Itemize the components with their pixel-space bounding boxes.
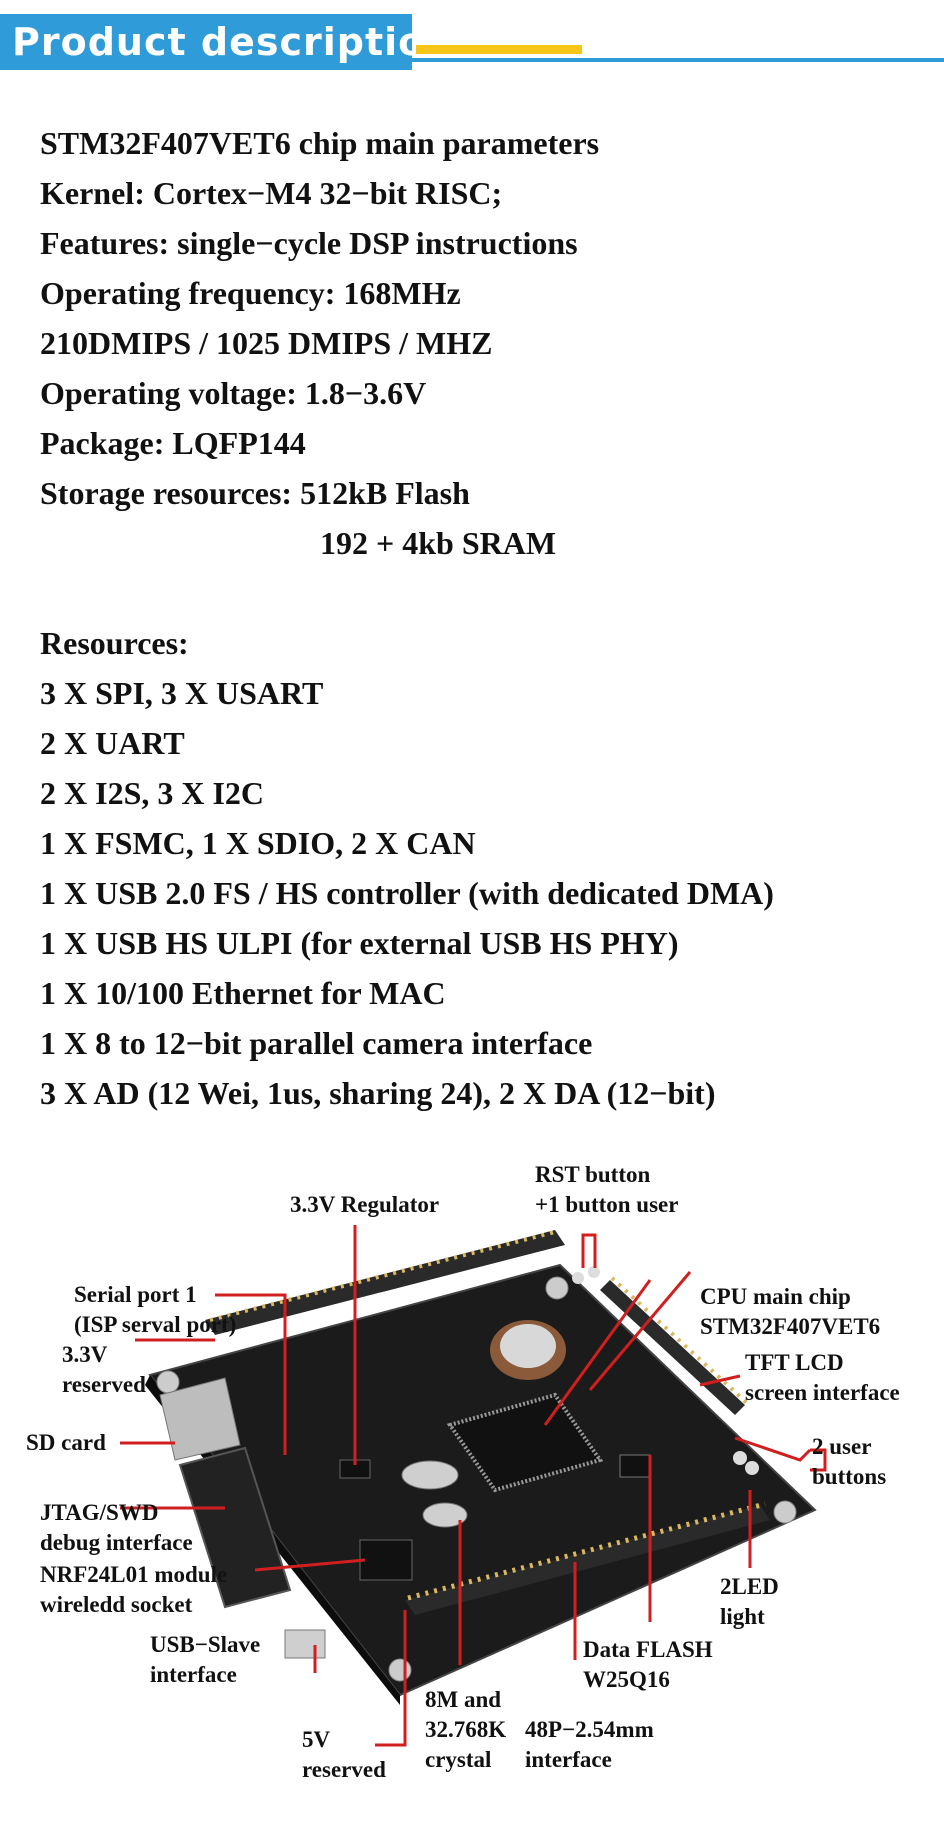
bottom-pin-header [405, 1501, 770, 1615]
nrf-socket [359, 1539, 413, 1581]
callout-regulator: 3.3V Regulator [290, 1190, 439, 1220]
callout-rst-button: RST button +1 button user [535, 1160, 678, 1220]
callout-text: crystal [425, 1747, 492, 1772]
top-pin-header [205, 1230, 565, 1335]
callout-text: (ISP serval port) [74, 1312, 237, 1337]
mounting-hole [156, 1370, 180, 1394]
callout-text: W25Q16 [583, 1667, 670, 1692]
callout-jtag: JTAG/SWD debug interface [40, 1498, 193, 1558]
callout-sd-card: SD card [26, 1428, 106, 1458]
callout-serial-port: Serial port 1 (ISP serval port) [74, 1280, 236, 1340]
callout-text: light [720, 1604, 765, 1629]
rst-button [572, 1272, 584, 1284]
callout-text: USB−Slave [150, 1632, 261, 1657]
callout-text: wireledd socket [40, 1592, 193, 1617]
callout-text: 3.3V [62, 1342, 108, 1367]
callout-text: debug interface [40, 1530, 193, 1555]
flash-chip [619, 1454, 651, 1478]
resource-item: 1 X USB 2.0 FS / HS controller (with ded… [40, 875, 774, 911]
callout-text: 48P−2.54mm [525, 1717, 654, 1742]
callout-crystal: 8M and 32.768K crystal [425, 1685, 506, 1775]
board-illustration: RST button +1 button user 3.3V Regulator… [0, 1160, 944, 1843]
header-accent-blue [412, 58, 944, 62]
callout-usb-slave: USB−Slave interface [150, 1630, 260, 1690]
callout-3v3-reserved: 3.3V reserved [62, 1340, 146, 1400]
board-drawing [120, 1225, 827, 1747]
spec-voltage: Operating voltage: 1.8−3.6V [40, 375, 427, 411]
resource-item: 2 X I2S, 3 X I2C [40, 775, 265, 811]
callout-cpu-chip: CPU main chip STM32F407VET6 [700, 1282, 880, 1342]
crystal [422, 1502, 468, 1528]
callout-text: 2 user [812, 1434, 872, 1459]
user-button [588, 1266, 600, 1278]
mounting-hole [388, 1658, 412, 1682]
right-pin-header [600, 1276, 750, 1415]
header-bar [0, 14, 412, 70]
resource-item: 2 X UART [40, 725, 185, 761]
callout-text: Serial port 1 [74, 1282, 197, 1307]
user-button [733, 1451, 747, 1465]
callout-text: interface [150, 1662, 237, 1687]
resources-heading: Resources: [40, 625, 189, 661]
callout-nrf: NRF24L01 module wireledd socket [40, 1560, 227, 1620]
spec-list: STM32F407VET6 chip main parameters Kerne… [40, 118, 774, 1118]
callout-text: buttons [812, 1464, 887, 1489]
spec-frequency: Operating frequency: 168MHz [40, 275, 461, 311]
coin-battery-face [500, 1324, 556, 1368]
spec-heading: STM32F407VET6 chip main parameters [40, 125, 600, 161]
header-accent-yellow [416, 45, 582, 54]
callout-text: 2LED [720, 1574, 779, 1599]
main-chip [446, 1392, 604, 1493]
jtag-connector [178, 1446, 292, 1609]
callout-text: NRF24L01 module [40, 1562, 228, 1587]
sd-card-slot [159, 1377, 241, 1461]
spec-dmips: 210DMIPS / 1025 DMIPS / MHZ [40, 325, 493, 361]
resource-item: 1 X 8 to 12−bit parallel camera interfac… [40, 1025, 593, 1061]
spacer [40, 568, 774, 618]
resource-item: 1 X 10/100 Ethernet for MAC [40, 975, 446, 1011]
callout-text: CPU main chip [700, 1284, 851, 1309]
resource-item: 3 X AD (12 Wei, 1us, sharing 24), 2 X DA… [40, 1075, 716, 1111]
callout-text: reserved [62, 1372, 146, 1397]
callout-text: STM32F407VET6 [700, 1314, 881, 1339]
spec-kernel: Kernel: Cortex−M4 32−bit RISC; [40, 175, 503, 211]
callout-text: Data FLASH [583, 1637, 713, 1662]
callout-text: screen interface [745, 1380, 900, 1405]
callout-text: +1 button user [535, 1192, 679, 1217]
callout-text: 32.768K [425, 1717, 507, 1742]
callout-text: TFT LCD [745, 1350, 844, 1375]
callout-pin-interface: 48P−2.54mm interface [525, 1715, 654, 1775]
callout-tft-lcd: TFT LCD screen interface [745, 1348, 900, 1408]
spec-features: Features: single−cycle DSP instructions [40, 225, 578, 261]
spec-storage-flash: Storage resources: 512kB Flash [40, 475, 470, 511]
resource-item: 3 X SPI, 3 X USART [40, 675, 324, 711]
callout-5v-reserved: 5V reserved [302, 1725, 386, 1785]
mounting-hole [773, 1500, 797, 1524]
page-title: Product description [12, 20, 454, 64]
callout-text: 3.3V Regulator [290, 1192, 440, 1217]
resource-item: 1 X USB HS ULPI (for external USB HS PHY… [40, 925, 679, 961]
callout-text: 8M and [425, 1687, 502, 1712]
callout-text: SD card [26, 1430, 106, 1455]
callout-text: interface [525, 1747, 612, 1772]
callout-user-buttons: 2 user buttons [812, 1432, 886, 1492]
callout-led: 2LED light [720, 1572, 779, 1632]
callout-lines [120, 1225, 827, 1747]
callout-data-flash: Data FLASH W25Q16 [583, 1635, 713, 1695]
crystal [401, 1460, 459, 1490]
mounting-hole [545, 1276, 569, 1300]
callout-text: RST button [535, 1162, 651, 1187]
usb-connector [284, 1629, 326, 1659]
spec-package: Package: LQFP144 [40, 425, 306, 461]
user-button [745, 1461, 759, 1475]
spec-storage-sram: 192 + 4kb SRAM [320, 525, 557, 561]
callout-text: reserved [302, 1757, 386, 1782]
callout-text: JTAG/SWD [40, 1500, 159, 1525]
resource-item: 1 X FSMC, 1 X SDIO, 2 X CAN [40, 825, 476, 861]
callout-text: 5V [302, 1727, 331, 1752]
